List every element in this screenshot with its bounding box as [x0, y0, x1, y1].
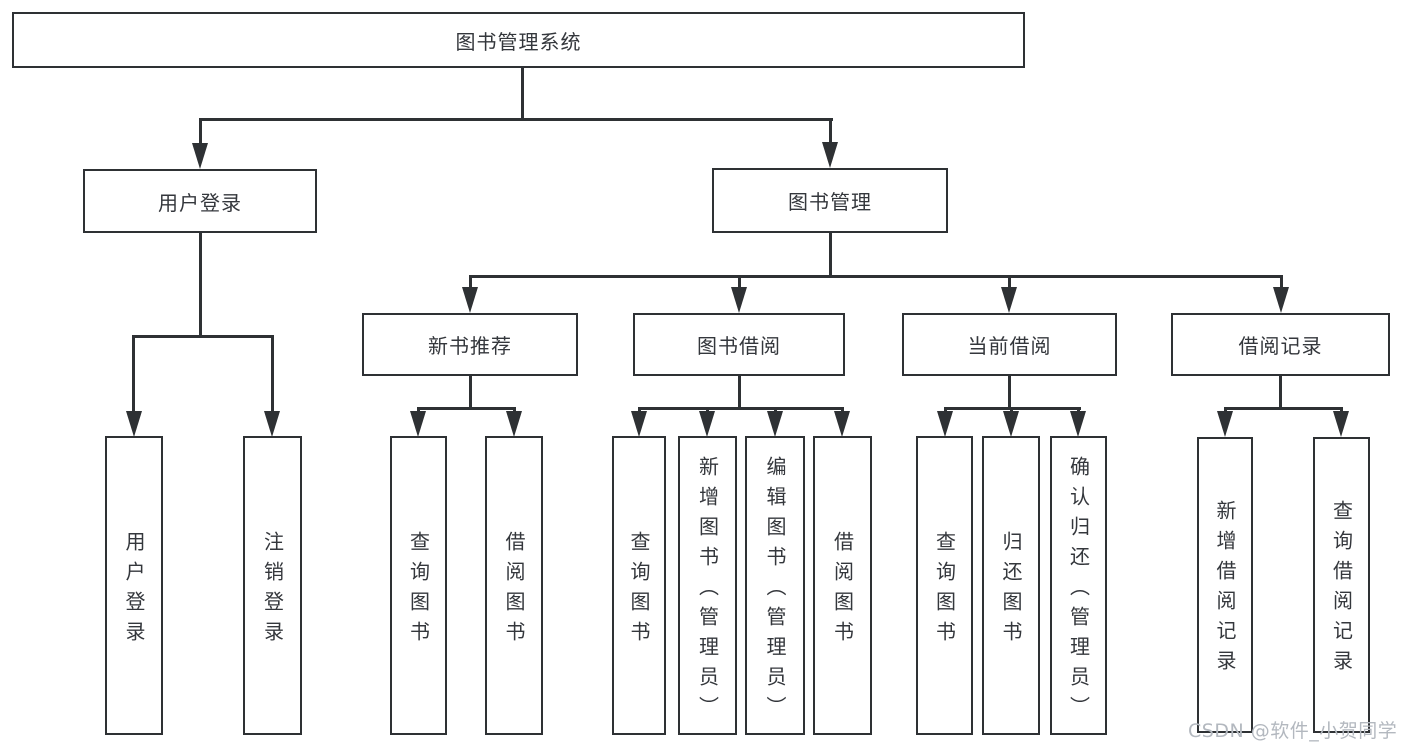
- connector-borrowing-records-vertical: [1279, 376, 1282, 409]
- connector-book-borrowing-distributor: [638, 407, 844, 410]
- arrowhead-leaf-cb-confirm-icon: [1070, 411, 1086, 437]
- leaf-bb-edit-books-label: 编辑图书（管理员）: [763, 455, 787, 726]
- leaf-cb-confirm-return-label: 确认归还（管理员）: [1066, 455, 1091, 726]
- leaf-bb-borrow-books: 借阅图书: [813, 436, 872, 735]
- connector-root-vertical: [521, 68, 524, 120]
- leaf-rec-borrow-books: 借阅图书: [485, 436, 543, 735]
- connector-book-management-drop: [829, 118, 832, 146]
- node-new-book-recommend: 新书推荐: [362, 313, 578, 376]
- arrowhead-leaf-logout-icon: [264, 411, 280, 437]
- arrowhead-leaf-bb-add-icon: [699, 411, 715, 437]
- leaf-br-add-record-label: 新增借阅记录: [1213, 500, 1237, 680]
- connector-level3-distributor: [469, 275, 1283, 278]
- leaf-user-login: 用户登录: [105, 436, 163, 735]
- connector-borrowing-records-distributor: [1224, 407, 1342, 410]
- leaf-br-query-record-label: 查询借阅记录: [1329, 500, 1354, 680]
- connector-level1-horizontal: [199, 118, 833, 121]
- connector-new-book-drop: [469, 275, 472, 291]
- arrowhead-leaf-br-add-icon: [1217, 411, 1233, 437]
- node-user-login-label: 用户登录: [158, 190, 242, 215]
- leaf-rec-query-books: 查询图书: [390, 436, 447, 735]
- arrowhead-leaf-bb-edit-icon: [767, 411, 783, 437]
- connector-current-borrowing-drop: [1008, 275, 1011, 291]
- leaf-rec-borrow-books-label: 借阅图书: [502, 530, 526, 651]
- node-book-borrowing: 图书借阅: [633, 313, 845, 376]
- arrowhead-leaf-bb-borrow-icon: [834, 411, 850, 437]
- connector-book-borrowing-vertical: [738, 376, 741, 409]
- node-root-library-management-system: 图书管理系统: [12, 12, 1025, 68]
- arrowhead-user-login-icon: [192, 143, 208, 169]
- leaf-cb-query-books-label: 查询图书: [932, 530, 957, 651]
- arrowhead-leaf-cb-query-icon: [937, 411, 953, 437]
- leaf-rec-query-books-label: 查询图书: [406, 530, 431, 651]
- connector-book-borrowing-drop: [738, 275, 741, 291]
- node-borrowing-records-label: 借阅记录: [1238, 334, 1323, 358]
- leaf-bb-query-books: 查询图书: [612, 436, 666, 735]
- arrowhead-current-borrowing-icon: [1001, 287, 1017, 313]
- node-root-label: 图书管理系统: [455, 29, 582, 54]
- connector-current-borrowing-vertical: [1008, 376, 1011, 409]
- leaf-bb-add-books: 新增图书（管理员）: [678, 436, 737, 735]
- connector-new-book-distributor: [417, 407, 516, 410]
- connector-book-management-vertical: [829, 233, 832, 278]
- csdn-watermark: CSDN @软件_小贺同学: [1188, 720, 1398, 742]
- leaf-bb-borrow-books-label: 借阅图书: [830, 530, 855, 651]
- leaf-bb-query-books-label: 查询图书: [627, 530, 651, 651]
- arrowhead-leaf-rec-borrow-icon: [506, 411, 522, 437]
- node-new-book-recommend-label: 新书推荐: [428, 334, 512, 358]
- node-book-management-label: 图书管理: [788, 190, 872, 214]
- leaf-cb-confirm-return: 确认归还（管理员）: [1050, 436, 1107, 735]
- node-borrowing-records: 借阅记录: [1171, 313, 1390, 376]
- arrowhead-borrowing-records-icon: [1273, 287, 1289, 313]
- leaf-br-query-record: 查询借阅记录: [1313, 437, 1370, 733]
- leaf-cb-query-books: 查询图书: [916, 436, 973, 735]
- arrowhead-leaf-rec-query-icon: [410, 411, 426, 437]
- connector-user-login-drop: [199, 118, 202, 146]
- connector-user-login-vertical: [199, 233, 202, 337]
- arrowhead-new-book-icon: [462, 287, 478, 313]
- node-current-borrowing-label: 当前借阅: [967, 334, 1052, 358]
- node-user-login: 用户登录: [83, 169, 317, 233]
- arrowhead-leaf-user-login-icon: [126, 411, 142, 437]
- leaf-cb-return-books: 归还图书: [982, 436, 1040, 735]
- connector-borrowing-records-drop: [1280, 275, 1283, 291]
- leaf-logout-label: 注销登录: [260, 530, 285, 651]
- leaf-logout: 注销登录: [243, 436, 302, 735]
- connector-leaf-logout-drop: [271, 335, 274, 414]
- connector-new-book-vertical: [469, 376, 472, 409]
- node-current-borrowing: 当前借阅: [902, 313, 1117, 376]
- leaf-bb-add-books-label: 新增图书（管理员）: [695, 455, 720, 726]
- leaf-bb-edit-books: 编辑图书（管理员）: [745, 436, 805, 735]
- arrowhead-book-borrowing-icon: [731, 287, 747, 313]
- arrowhead-leaf-cb-return-icon: [1003, 411, 1019, 437]
- node-book-management: 图书管理: [712, 168, 948, 233]
- arrowhead-leaf-bb-query-icon: [631, 411, 647, 437]
- leaf-cb-return-books-label: 归还图书: [999, 530, 1023, 651]
- connector-user-login-distributor: [132, 335, 274, 338]
- arrowhead-leaf-br-query-icon: [1333, 411, 1349, 437]
- leaf-user-login-label: 用户登录: [122, 530, 146, 651]
- connector-leaf-user-login-drop: [132, 335, 135, 414]
- node-book-borrowing-label: 图书借阅: [697, 334, 781, 358]
- leaf-br-add-record: 新增借阅记录: [1197, 437, 1253, 733]
- arrowhead-book-management-icon: [822, 142, 838, 168]
